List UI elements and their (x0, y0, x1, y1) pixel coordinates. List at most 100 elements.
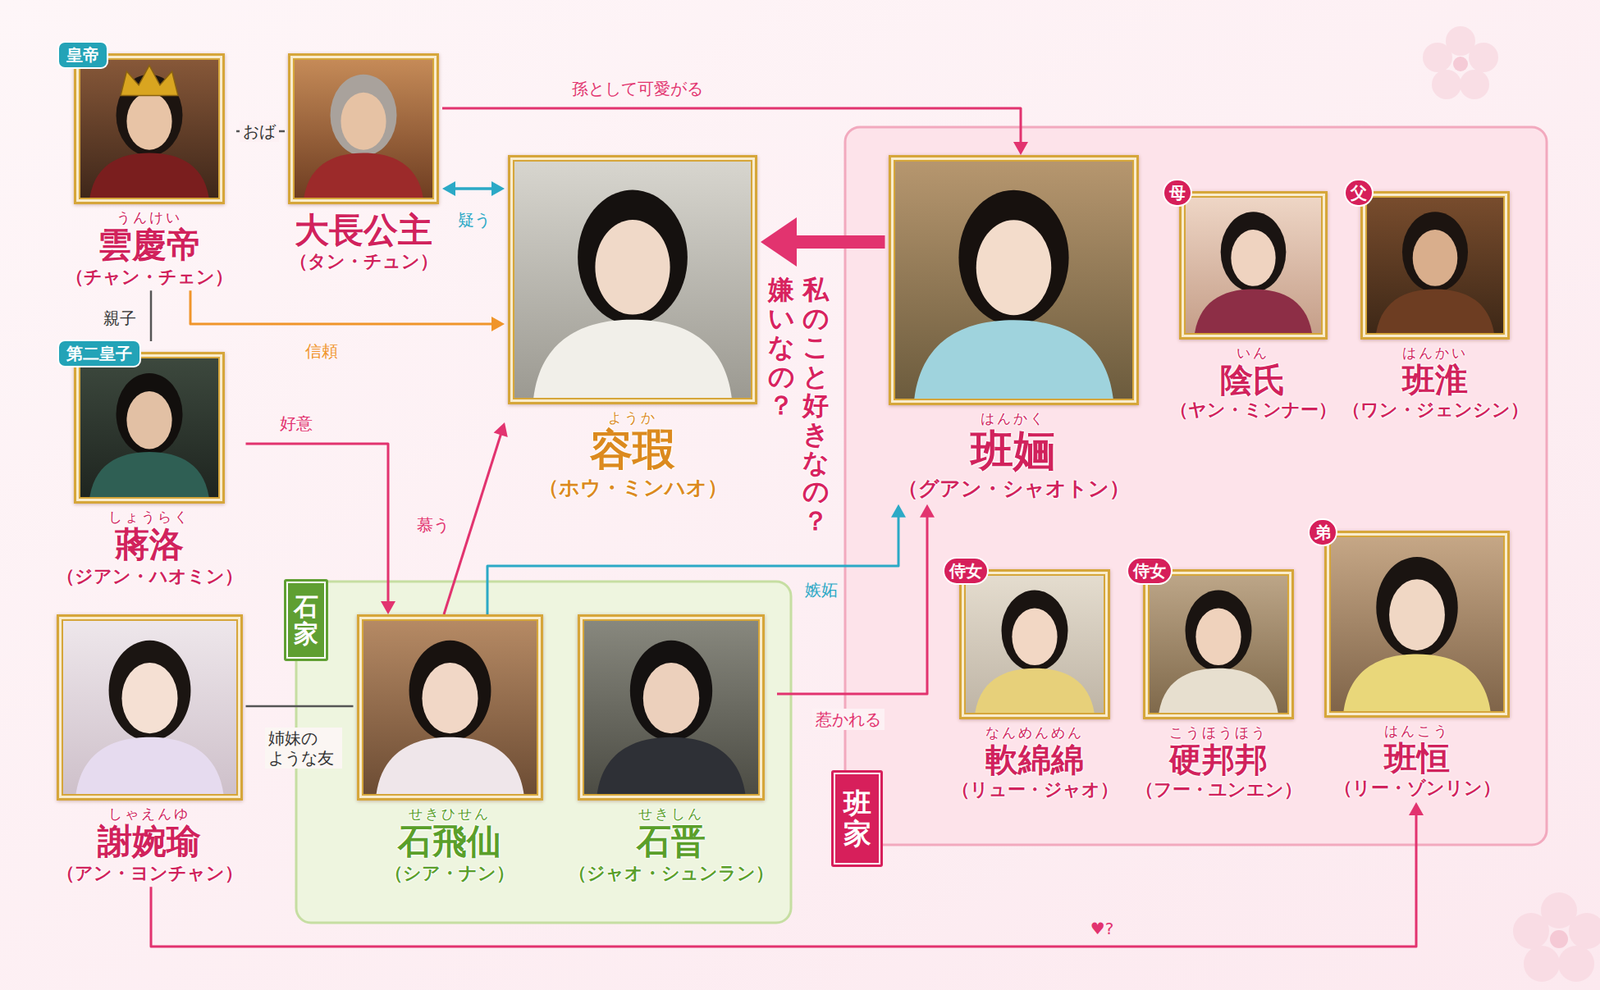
actor-name: （シア・ナン） (356, 862, 544, 887)
character-card: せきしん石晋（ジャオ・シュンラン） (565, 614, 778, 887)
portrait-body (88, 452, 210, 504)
gold-frame (56, 614, 243, 801)
arrowhead (491, 316, 505, 332)
portrait-hair (958, 190, 1069, 326)
gold-frame (356, 614, 544, 801)
connector-line (190, 290, 494, 325)
character-name: 大長公主 (288, 210, 439, 251)
edge-label: 姉妹の ような友 (265, 727, 343, 769)
portrait-body (973, 668, 1095, 720)
petal (1568, 913, 1600, 950)
photo: 弟 (1324, 530, 1510, 718)
character-name: 軟綿綿 (951, 740, 1119, 779)
portrait-illustration (577, 614, 765, 801)
portrait-illustration (288, 53, 439, 205)
portrait-illustration (1324, 530, 1510, 718)
plum-blossom (1513, 892, 1600, 983)
name-reading: しょうらく (56, 508, 243, 526)
role-tag: 侍女 (1128, 558, 1171, 584)
connector (246, 706, 354, 708)
portrait-background (73, 352, 225, 504)
connector (442, 181, 505, 197)
role-tag: 第二皇子 (59, 341, 140, 366)
photo: 皇帝 (73, 53, 225, 205)
band-layer (296, 127, 1547, 924)
portrait-illustration (73, 53, 225, 205)
portrait-background (1360, 191, 1510, 340)
edge-layer (150, 108, 1424, 947)
edge-label: 慕う (413, 514, 453, 536)
photo: 母 (1179, 191, 1328, 340)
character-card: せきひせん石飛仙（シア・ナン） (353, 614, 547, 887)
actor-name: （ジャオ・シュンラン） (568, 862, 774, 887)
portrait-background (1179, 191, 1328, 340)
portrait-face (421, 662, 478, 734)
portrait-hair (1001, 590, 1069, 672)
band-outline (845, 127, 1547, 846)
portrait-background (1324, 530, 1510, 718)
connector-line (790, 235, 885, 249)
portrait-face (1195, 608, 1241, 667)
character-name: 班婳 (888, 426, 1139, 476)
band-outline (296, 581, 791, 924)
vertical-label-columns: 私のこと好きなの？ 嫌いなの？ (768, 275, 829, 544)
portrait-background (288, 53, 439, 205)
arrowhead (493, 422, 508, 438)
gold-frame (1142, 569, 1294, 720)
role-tag: 弟 (1309, 520, 1336, 545)
connector (442, 108, 1029, 156)
gold-frame (1179, 191, 1328, 340)
arrowhead (442, 181, 456, 197)
character-name: 謝婉瑜 (56, 822, 243, 862)
actor-name: （ワン・ジェンシン） (1342, 398, 1529, 423)
gold-frame (577, 614, 765, 801)
character-card: ようか容瑕（ホウ・ミンハオ） (504, 155, 761, 504)
connector-line (442, 108, 1021, 144)
photo: 侍女 (1142, 569, 1294, 720)
character-name: 石飛仙 (356, 822, 544, 862)
portrait-background (888, 155, 1139, 406)
portrait-background (507, 155, 758, 405)
family-band: 班家はんかく班婳（グアン・シャオトン）母いん陰氏（ヤン・ミンナー）父はんかい班淮… (845, 127, 1547, 846)
portrait-face (975, 219, 1052, 316)
name-reading: はんこう (1324, 722, 1510, 740)
portrait-body (913, 320, 1114, 406)
actor-name: （ジアン・ハオミン） (56, 565, 243, 590)
actor-name: （チャン・チェン） (65, 265, 234, 290)
portrait-background (356, 614, 544, 801)
portrait-body (302, 152, 424, 205)
character-card: しゃえんゆ謝婉瑜（アン・ヨンチャン） (53, 614, 247, 887)
connector (760, 217, 886, 267)
actor-name: （リー・ゾンリン） (1324, 777, 1510, 801)
actor-name: （ヤン・ミンナー） (1170, 398, 1337, 423)
name-reading: なんめんめん (951, 724, 1119, 741)
edge-label: 疑う (454, 209, 494, 231)
family-band: 石家せきひせん石飛仙（シア・ナン）せきしん石晋（ジャオ・シュンラン） (296, 581, 791, 924)
character-card: 母いん陰氏（ヤン・ミンナー） (1166, 180, 1340, 425)
crown (120, 65, 179, 96)
edge-label: 私のこと好きなの？ 嫌いなの？ (768, 275, 829, 544)
portrait-hair (108, 640, 191, 742)
edge-label: 親子 (100, 307, 140, 330)
edge-label: 孫として可愛がる (568, 77, 707, 100)
flower-center (1549, 930, 1568, 949)
arrowhead (1408, 802, 1424, 816)
edge-label: 好意 (276, 412, 316, 435)
name-reading: いん (1170, 344, 1337, 362)
portrait-face (1389, 579, 1445, 651)
portrait-body (88, 152, 210, 205)
photo (56, 614, 243, 801)
role-tag: 父 (1345, 180, 1372, 206)
petal (1459, 69, 1490, 100)
portrait-illustration (1142, 569, 1294, 720)
edge-label: 惹かれる (812, 708, 885, 731)
connector (443, 422, 508, 615)
photo: 父 (1360, 191, 1510, 340)
gold-frame (959, 569, 1111, 720)
arrowhead (919, 504, 935, 518)
band-tag: 班家 (831, 770, 883, 868)
gold-frame (1324, 530, 1510, 718)
petal (1431, 69, 1462, 100)
name-reading: うんけい (65, 209, 234, 226)
